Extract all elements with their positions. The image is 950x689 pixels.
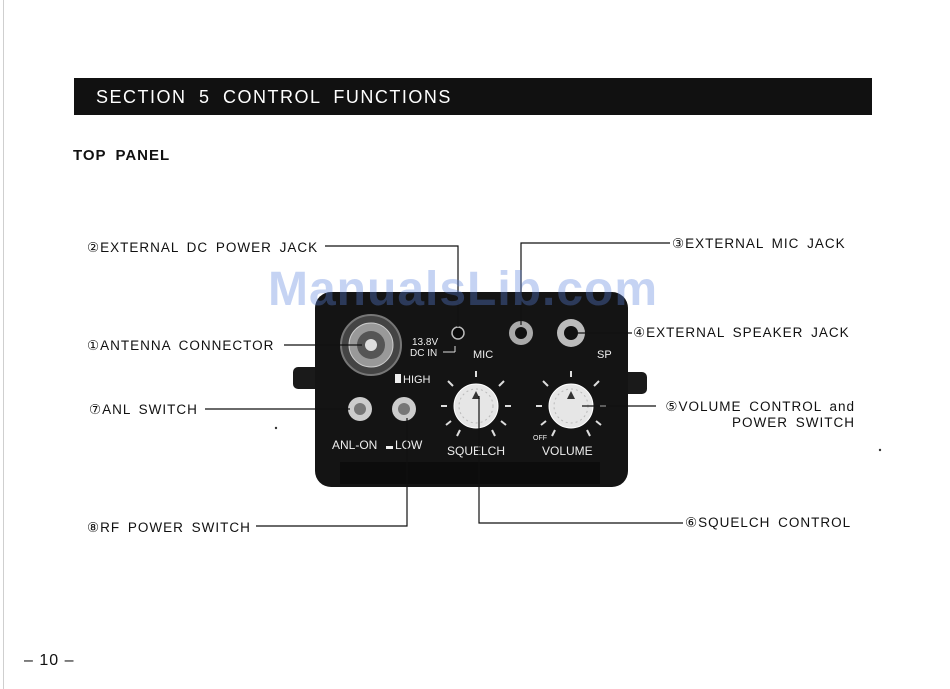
callout-dc-power-jack: ②EXTERNAL DC POWER JACK xyxy=(87,240,318,256)
volume-label: VOLUME xyxy=(542,444,593,458)
callout-mic-jack: ③EXTERNAL MIC JACK xyxy=(672,236,846,252)
callout-rf-power-switch: ⑧RF POWER SWITCH xyxy=(87,520,251,536)
callout-antenna-connector: ①ANTENNA CONNECTOR xyxy=(87,338,274,354)
speck xyxy=(275,427,277,429)
callout-volume-line1: ⑤VOLUME CONTROL and xyxy=(658,399,855,415)
sp-label: SP xyxy=(597,349,612,361)
squelch-knob[interactable] xyxy=(454,384,498,428)
low-marker xyxy=(386,446,393,449)
dc-in-label: DC IN xyxy=(410,348,437,359)
panel-lower-edge xyxy=(340,462,600,484)
high-marker xyxy=(395,374,401,383)
callout-squelch-control: ⑥SQUELCH CONTROL xyxy=(685,515,851,531)
callout-anl-switch: ⑦ANL SWITCH xyxy=(89,402,198,418)
callout-speaker-jack: ④EXTERNAL SPEAKER JACK xyxy=(633,325,850,341)
callout-volume-line2: POWER SWITCH xyxy=(658,415,855,430)
anl-on-label: ANL-ON xyxy=(332,438,377,452)
low-label: LOW xyxy=(395,438,423,452)
squelch-label: SQUELCH xyxy=(447,444,505,458)
watermark: ManualsLib.com xyxy=(268,262,658,317)
high-label: HIGH xyxy=(403,374,431,386)
speck xyxy=(879,449,881,451)
rf-power-switch[interactable] xyxy=(392,397,416,421)
off-label: OFF xyxy=(533,435,547,442)
callout-volume-control: ⑤VOLUME CONTROL and POWER SWITCH xyxy=(658,399,855,430)
page-number: – 10 – xyxy=(24,652,74,670)
dc-power-jack[interactable] xyxy=(452,327,464,339)
dc-in-voltage-label: 13.8V xyxy=(412,337,438,348)
mic-label: MIC xyxy=(473,349,493,361)
anl-switch[interactable] xyxy=(348,397,372,421)
